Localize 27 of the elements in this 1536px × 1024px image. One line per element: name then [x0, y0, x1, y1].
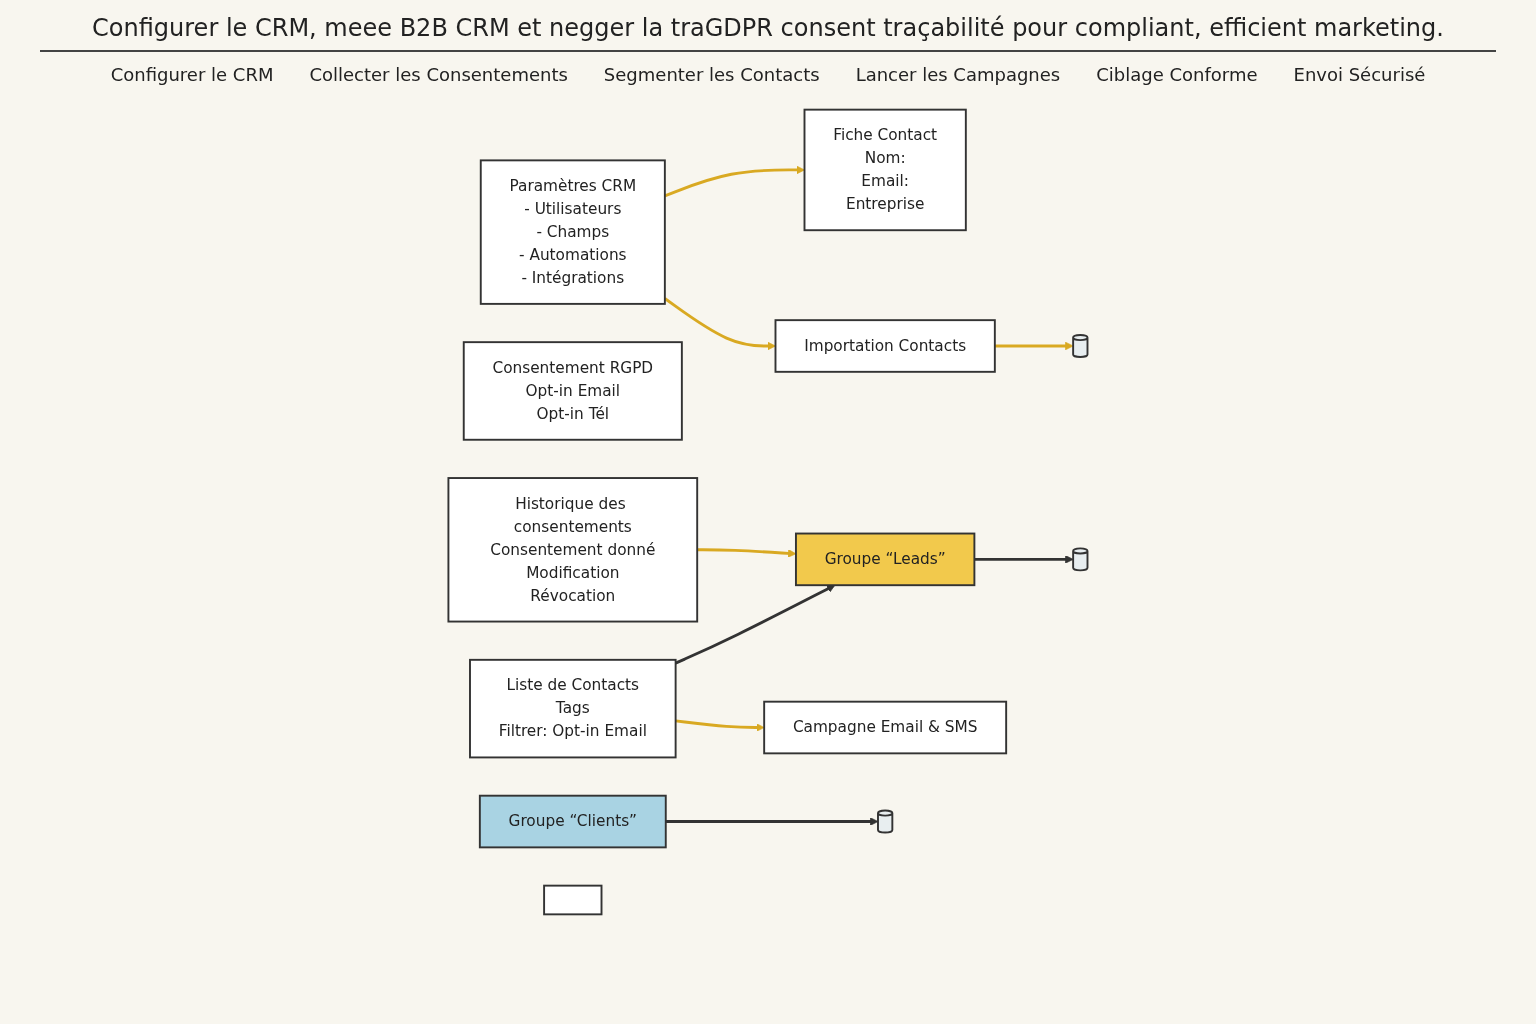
node-cylinder	[1072, 334, 1089, 358]
arrow	[974, 555, 1074, 564]
heading-label: Envoi Sécurisé	[1292, 63, 1427, 87]
node-box: Consentement RGPD Opt-in Email Opt-in Tél	[462, 341, 683, 441]
arrow	[664, 165, 805, 198]
node-box: Importation Contacts	[774, 319, 996, 373]
arrow	[675, 719, 765, 732]
title: Configurer le CRM, meee B2B CRM et negger la traGDPR consent traçabilité pour compliant, efficient marketing.	[40, 0, 1496, 52]
node-cylinder	[1072, 547, 1089, 572]
node-box: Groupe “Leads”	[795, 532, 976, 587]
arrow	[664, 297, 776, 351]
node-box: Campagne Email & SMS	[763, 700, 1008, 755]
heading-label: Lancer les Campagnes	[854, 63, 1062, 87]
heading-label: Segmenter les Contacts	[602, 63, 821, 87]
heading-label: Collecter les Consentements	[308, 63, 569, 87]
node-box: Historique des consentements Consentement donné Modification Révocation	[447, 477, 699, 623]
node-box: Fiche Contact Nom: Email: Entreprise	[803, 108, 967, 232]
arrow	[665, 817, 879, 826]
node-box: Liste de Contacts Tags Filtrer: Opt-in Email	[469, 658, 677, 759]
node-box: Paramètres CRM - Utilisateurs - Champs - Automations - Intégrations	[479, 159, 666, 305]
node-box	[543, 884, 603, 916]
heading-label: Configurer le CRM	[109, 63, 275, 87]
node-cylinder	[877, 809, 894, 834]
heading-label: Ciblage Conforme	[1095, 63, 1259, 87]
arrow	[994, 341, 1074, 351]
arrow	[675, 584, 836, 665]
node-box: Groupe “Clients”	[478, 794, 667, 849]
